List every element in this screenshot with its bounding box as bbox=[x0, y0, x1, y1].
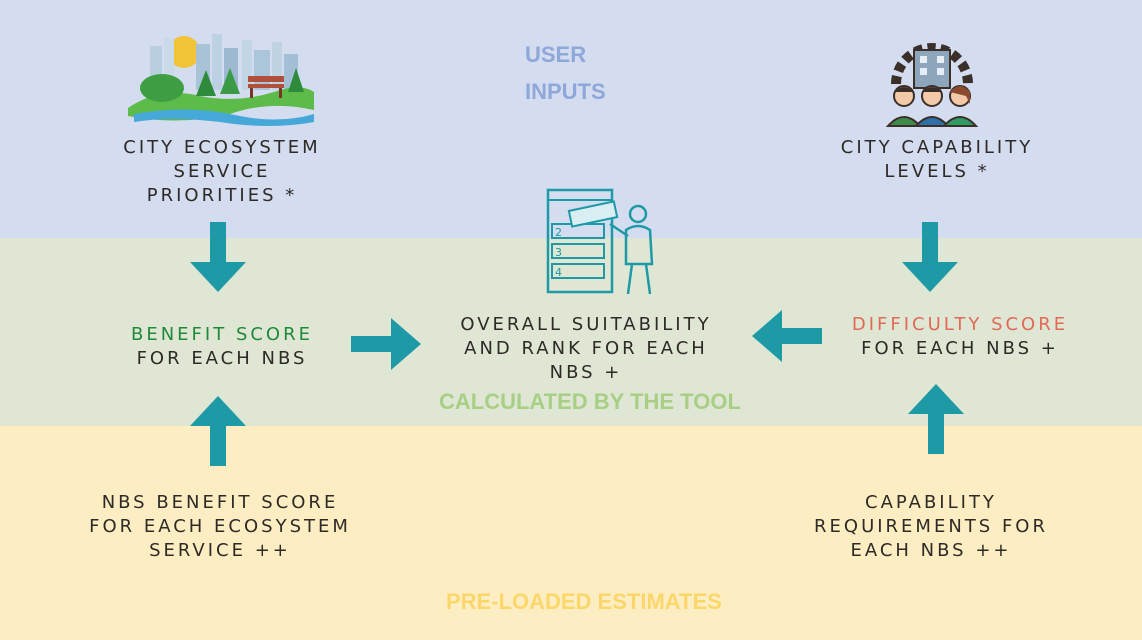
arrow-down-right bbox=[902, 222, 958, 292]
capability-req-line-1: CAPABILITY bbox=[865, 492, 997, 513]
city-ecosystem-line-1: CITY ECOSYSTEM bbox=[123, 137, 321, 158]
user-inputs-line-2: INPUTS bbox=[525, 79, 606, 104]
overall-line-1: OVERALL SUITABILITY bbox=[460, 314, 712, 335]
preloaded-label: PRE-LOADED ESTIMATES bbox=[446, 589, 722, 614]
svg-text:3: 3 bbox=[555, 246, 562, 259]
svg-text:2: 2 bbox=[555, 226, 562, 239]
calculated-band bbox=[0, 238, 1142, 426]
benefit-score-title: BENEFIT SCORE bbox=[131, 324, 313, 345]
city-ecosystem-line-3: PRIORITIES * bbox=[146, 185, 298, 206]
benefit-score-subtitle: FOR EACH NBS bbox=[136, 348, 308, 369]
overall-line-3: NBS + bbox=[549, 362, 623, 383]
arrow-down-left bbox=[190, 222, 246, 292]
nbs-benefit-line-3: SERVICE ++ bbox=[149, 540, 291, 561]
user-inputs-line-1: USER bbox=[525, 42, 587, 67]
difficulty-score-node: DIFFICULTY SCORE FOR EACH NBS + bbox=[830, 313, 1090, 361]
nbs-benefit-line-1: NBS BENEFIT SCORE bbox=[101, 492, 339, 513]
arrow-left-center bbox=[752, 310, 822, 362]
nbs-benefit-line-2: FOR EACH ECOSYSTEM bbox=[89, 516, 351, 537]
city-ecosystem-node: CITY ECOSYSTEM SERVICE PRIORITIES * bbox=[92, 136, 352, 208]
ranking-board-icon: 2 3 4 bbox=[546, 188, 654, 295]
city-capability-node: CITY CAPABILITY LEVELS * bbox=[802, 136, 1072, 184]
city-ecosystem-line-2: SERVICE bbox=[173, 161, 271, 182]
team-gear-icon bbox=[885, 43, 979, 127]
overall-suitability-node: OVERALL SUITABILITY AND RANK FOR EACH NB… bbox=[426, 313, 746, 385]
capability-req-line-2: REQUIREMENTS FOR bbox=[814, 516, 1048, 537]
benefit-score-node: BENEFIT SCORE FOR EACH NBS bbox=[102, 323, 342, 371]
difficulty-score-title: DIFFICULTY SCORE bbox=[851, 314, 1069, 335]
difficulty-score-subtitle: FOR EACH NBS + bbox=[861, 338, 1059, 359]
capability-req-line-3: EACH NBS ++ bbox=[850, 540, 1012, 561]
overall-line-2: AND RANK FOR EACH bbox=[464, 338, 708, 359]
preloaded-band bbox=[0, 426, 1142, 640]
capability-requirements-node: CAPABILITY REQUIREMENTS FOR EACH NBS ++ bbox=[786, 491, 1076, 563]
city-capability-line-2: LEVELS * bbox=[884, 161, 990, 182]
city-capability-line-1: CITY CAPABILITY bbox=[840, 137, 1034, 158]
arrow-right-center bbox=[351, 318, 421, 370]
nbs-benefit-node: NBS BENEFIT SCORE FOR EACH ECOSYSTEM SER… bbox=[60, 491, 380, 563]
svg-text:4: 4 bbox=[555, 266, 562, 279]
user-inputs-label: USER INPUTS bbox=[525, 36, 606, 110]
city-park-icon bbox=[128, 34, 314, 126]
calculated-label: CALCULATED BY THE TOOL bbox=[439, 389, 741, 414]
arrow-up-left bbox=[190, 396, 246, 466]
arrow-up-right bbox=[908, 384, 964, 454]
